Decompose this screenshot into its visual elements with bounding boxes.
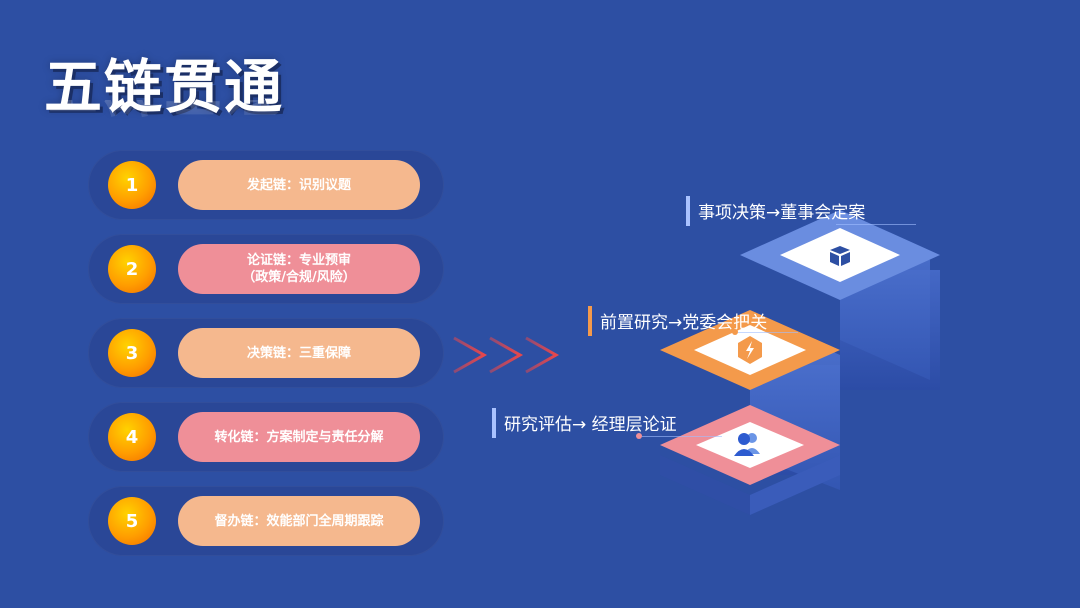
leader-dot (636, 433, 642, 439)
chain-row-3: 3 决策链：三重保障 (88, 318, 444, 388)
chain-number-badge: 5 (108, 497, 156, 545)
box-icon (830, 246, 850, 266)
chain-label: 督办链：效能部门全周期跟踪 (214, 513, 384, 529)
stair-front (660, 455, 750, 515)
leader-line (738, 332, 798, 333)
chain-pill-3: 决策链：三重保障 (178, 328, 420, 378)
label-bar (588, 306, 592, 336)
label-bar (686, 196, 690, 226)
page-title: 五链贯通 (44, 53, 285, 121)
chevron-right-icon (489, 336, 524, 374)
chain-row-4: 4 转化链：方案制定与责任分解 (88, 402, 444, 472)
title-reflection: 五链贯通 (44, 100, 284, 134)
leader-line (642, 436, 722, 437)
step-label-middle: 前置研究→党委会把关 (588, 306, 798, 336)
step-label-top: 事项决策→董事会定案 (686, 196, 916, 227)
staircase-diagram (660, 210, 940, 515)
step-top-inner (780, 228, 900, 282)
chain-sublabel: （政策/合规/风险） (242, 270, 356, 285)
chevron-right-icon (525, 336, 560, 374)
chain-label: 决策链：三重保障 (246, 345, 351, 361)
chain-label: 发起链：识别议题 (246, 177, 351, 193)
chain-pill-1: 发起链：识别议题 (178, 160, 420, 210)
step-bottom-inner (696, 422, 804, 468)
chain-label: 转化链：方案制定与责任分解 (214, 429, 384, 445)
step-label-bottom: 研究评估→ 经理层论证 (492, 408, 722, 439)
step-label-text: 研究评估→ 经理层论证 (504, 415, 677, 435)
chain-label: 论证链：专业预审 (246, 253, 351, 268)
chain-number-badge: 1 (108, 161, 156, 209)
step-label-text: 事项决策→董事会定案 (698, 203, 866, 223)
chain-row-1: 1 发起链：识别议题 (88, 150, 444, 220)
chain-row-2: 2 论证链：专业预审 （政策/合规/风险） (88, 234, 444, 304)
label-bar (492, 408, 496, 438)
chevron-right-icon (453, 336, 488, 374)
leader-dot (732, 329, 738, 335)
users-icon (734, 433, 760, 456)
chain-pill-5: 督办链：效能部门全周期跟踪 (178, 496, 420, 546)
step-label-text: 前置研究→党委会把关 (600, 313, 768, 333)
stair-front (750, 455, 840, 515)
chain-pill-2: 论证链：专业预审 （政策/合规/风险） (178, 244, 420, 294)
chain-pill-4: 转化链：方案制定与责任分解 (178, 412, 420, 462)
leader-line (836, 224, 916, 225)
chain-number-badge: 3 (108, 329, 156, 377)
chain-row-5: 5 督办链：效能部门全周期跟踪 (88, 486, 444, 556)
lightning-icon (738, 336, 762, 364)
chain-number-badge: 4 (108, 413, 156, 461)
leader-dot (828, 221, 834, 227)
chevron-arrows (453, 336, 560, 374)
chain-number-badge: 2 (108, 245, 156, 293)
